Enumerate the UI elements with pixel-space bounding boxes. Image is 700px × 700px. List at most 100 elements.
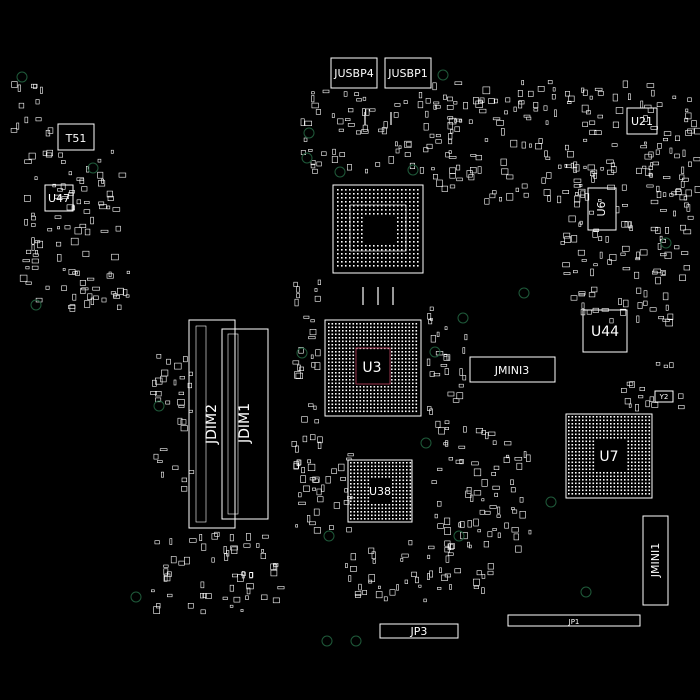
ball-pad (401, 249, 403, 251)
ball-pad (606, 489, 609, 492)
ball-pad (335, 379, 337, 381)
pad (19, 274, 28, 282)
ball-pad (589, 454, 591, 457)
ball-pad (350, 500, 352, 503)
ball-pad (568, 433, 570, 436)
ball-pad (366, 337, 369, 339)
ball-pad (349, 347, 351, 350)
ball-pad (397, 261, 399, 263)
pad (308, 336, 316, 340)
ball-pad (592, 437, 595, 439)
ball-pad (592, 458, 595, 460)
ball-pad (398, 375, 400, 378)
pad (434, 105, 441, 109)
ball-pad (610, 475, 612, 478)
pad (339, 152, 345, 157)
ball-pad (357, 201, 359, 203)
ball-pad (381, 245, 383, 247)
pad (447, 116, 454, 120)
u47-chip[interactable]: U47 (44, 184, 74, 212)
u44-chip[interactable]: U44 (582, 309, 628, 353)
pad (528, 529, 532, 535)
ball-pad (648, 447, 651, 450)
pad (432, 82, 437, 91)
pad (679, 224, 686, 231)
jusbp1-connector[interactable]: JUSBP1 (384, 57, 432, 89)
pad (70, 237, 79, 246)
pad (609, 318, 614, 324)
pad (45, 130, 51, 137)
jdim1-slot[interactable]: JDIM1 (221, 328, 269, 520)
ball-pad (582, 451, 584, 453)
t51-component[interactable]: T51 (57, 123, 95, 151)
ball-pad (360, 493, 363, 496)
ball-pad (409, 217, 411, 219)
jdim2-slot[interactable]: JDIM2 (188, 319, 236, 529)
ball-pad (387, 326, 390, 329)
ball-pad (381, 511, 384, 513)
u7-bga[interactable]: U7 (565, 413, 653, 499)
southbridge-bga[interactable] (332, 184, 424, 274)
ball-pad (571, 419, 574, 422)
ball-pad (352, 358, 355, 360)
ball-pad (624, 489, 626, 492)
pad (447, 96, 453, 102)
ball-pad (385, 462, 387, 464)
pad (693, 157, 700, 162)
ball-pad (367, 497, 370, 499)
ball-pad (641, 479, 644, 481)
ball-pad (337, 225, 339, 227)
pad (306, 515, 311, 523)
u21-chip[interactable]: U21 (626, 107, 658, 135)
ball-pad (398, 403, 400, 406)
pad (394, 103, 401, 107)
ball-pad (328, 372, 330, 374)
pad (679, 274, 686, 281)
y2-crystal[interactable]: Y2 (654, 390, 674, 403)
ball-pad (409, 511, 412, 513)
ball-pad (634, 475, 637, 478)
ball-pad (582, 437, 584, 439)
ball-pad (648, 451, 651, 453)
ball-pad (370, 333, 372, 336)
ball-pad (613, 419, 616, 422)
ball-pad (353, 462, 356, 464)
pad (291, 440, 297, 447)
pad (434, 513, 438, 519)
ball-pad (401, 323, 404, 325)
ball-pad (353, 197, 355, 199)
ball-pad (617, 416, 619, 418)
ball-pad (385, 253, 387, 255)
ball-pad (634, 468, 637, 471)
pad (447, 133, 453, 140)
pad (567, 95, 575, 102)
ball-pad (408, 323, 411, 325)
jp3-connector[interactable]: JP3 (379, 623, 459, 639)
ball-pad (405, 379, 407, 381)
u3-cpu[interactable]: U3 (324, 319, 422, 417)
ball-pad (402, 511, 405, 513)
jmini3-slot[interactable]: JMINI3 (469, 356, 556, 383)
ball-pad (409, 514, 412, 517)
pad (350, 553, 356, 561)
pad (273, 563, 279, 567)
pad (479, 97, 485, 103)
ball-pad (328, 400, 330, 402)
pad (560, 241, 565, 245)
ball-pad (405, 368, 407, 371)
ball-pad (408, 351, 411, 353)
u38-bga[interactable]: U38 (347, 459, 413, 523)
pad (80, 287, 86, 294)
pad (589, 120, 596, 125)
ball-pad (401, 326, 404, 329)
jusbp4-connector[interactable]: JUSBP4 (330, 57, 378, 89)
ball-pad (641, 416, 644, 418)
pad (309, 328, 317, 336)
mounting-via (303, 127, 315, 139)
jmini1-slot[interactable]: JMINI1 (642, 515, 669, 606)
pad (56, 254, 62, 262)
u6-chip[interactable]: U6 (587, 187, 617, 231)
pad (607, 169, 615, 175)
jp1-connector[interactable]: JP1 (507, 614, 641, 627)
pad (61, 196, 69, 199)
